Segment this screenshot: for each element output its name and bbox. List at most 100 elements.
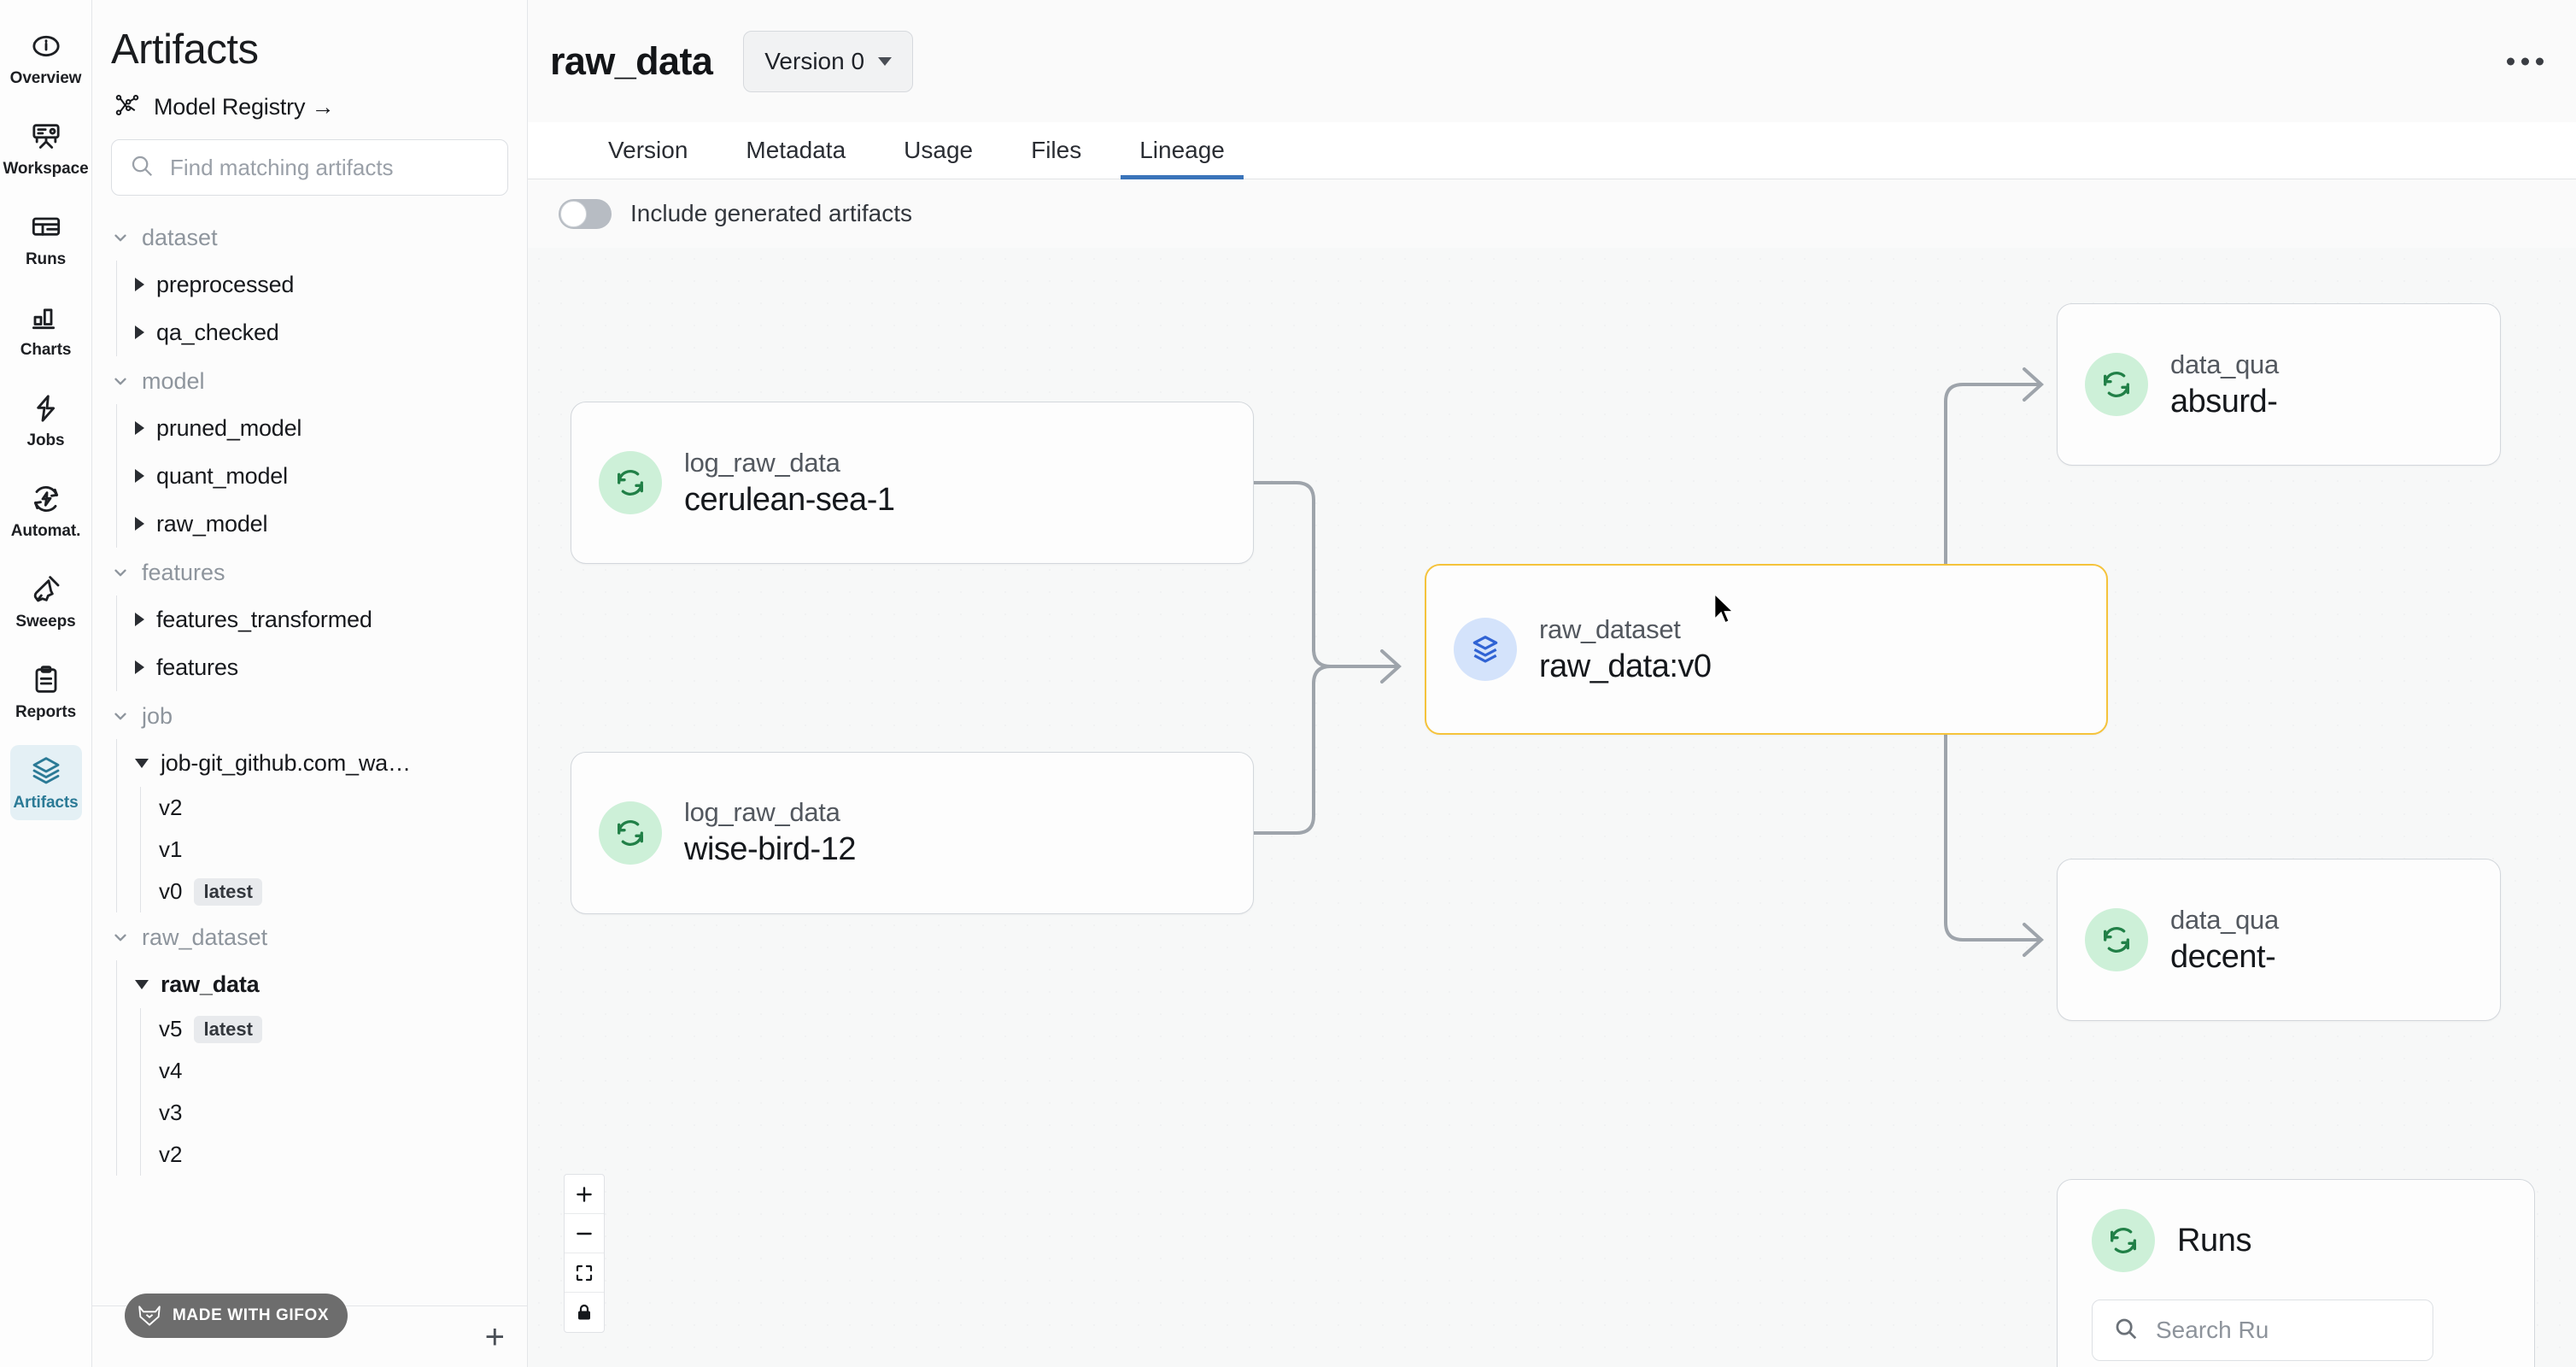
- rail-item-reports[interactable]: Reports: [10, 654, 82, 730]
- gifox-label: MADE WITH GIFOX: [173, 1306, 330, 1324]
- zoom-in-button[interactable]: [565, 1175, 604, 1214]
- tree-version-label: v5: [159, 1016, 183, 1041]
- lineage-node-kind: log_raw_data: [684, 447, 840, 478]
- tree-group-label: raw_dataset: [142, 924, 268, 950]
- lineage-node-name: cerulean-sea-1: [684, 481, 895, 518]
- triangle-right-icon: [135, 469, 144, 483]
- version-select[interactable]: Version 0: [743, 30, 914, 92]
- tree-artifact-label: features_transformed: [156, 606, 372, 632]
- tree-artifact-pruned_model[interactable]: pruned_model: [135, 404, 527, 452]
- rail-item-charts[interactable]: Charts: [10, 292, 82, 367]
- tree-version-row[interactable]: v2: [159, 787, 527, 829]
- tab-lineage[interactable]: Lineage: [1110, 122, 1254, 179]
- tree-group: job job-git_github.com_wa… v2 v1 v0 latest: [111, 693, 527, 912]
- rail-item-runs[interactable]: Runs: [10, 202, 82, 277]
- triangle-right-icon: [135, 517, 144, 531]
- search-icon: [129, 153, 155, 183]
- tree-group-header-model[interactable]: model: [111, 358, 527, 404]
- rail-item-label: Reports: [15, 703, 77, 721]
- lineage-node-kind: log_raw_data: [684, 797, 840, 828]
- lineage-node-name: decent-: [2170, 938, 2276, 975]
- tree-artifact-label: features: [156, 654, 238, 680]
- tree-group: dataset preprocessed qa_checked: [111, 214, 527, 356]
- tab-usage[interactable]: Usage: [875, 122, 1002, 179]
- tree-artifact-jobgit_githubcom_wa[interactable]: job-git_github.com_wa…: [135, 739, 527, 787]
- tree-artifact-preprocessed[interactable]: preprocessed: [135, 261, 527, 308]
- tree-artifact-quant_model[interactable]: quant_model: [135, 452, 527, 500]
- tree-version-label: v4: [159, 1058, 183, 1083]
- rail-item-workspace[interactable]: Workspace: [3, 111, 89, 186]
- tree-group-header-dataset[interactable]: dataset: [111, 214, 527, 261]
- easel-icon: [28, 119, 64, 155]
- tree-artifact-qa_checked[interactable]: qa_checked: [135, 308, 527, 356]
- tree-artifact-raw_data[interactable]: raw_data: [135, 960, 527, 1008]
- tree-artifact-features[interactable]: features: [135, 643, 527, 691]
- model-registry-link[interactable]: Model Registry →: [92, 73, 527, 122]
- broom-icon: [28, 572, 64, 607]
- tree-version-label: v0: [159, 878, 183, 904]
- info-circle-icon: [28, 28, 64, 64]
- include-generated-artifacts-toggle[interactable]: [559, 198, 612, 229]
- version-tag-badge: latest: [194, 877, 262, 906]
- tree-artifact-label: qa_checked: [156, 319, 279, 345]
- overflow-menu-button[interactable]: [2507, 57, 2544, 65]
- rail-item-label: Charts: [20, 341, 72, 359]
- rail-item-overview[interactable]: Overview: [10, 21, 82, 96]
- rail-item-automat[interactable]: Automat.: [10, 473, 82, 549]
- runs-search-input[interactable]: Search Ru: [2092, 1300, 2433, 1361]
- page-title: Artifacts: [111, 26, 259, 73]
- tree-group-header-features[interactable]: features: [111, 549, 527, 595]
- tree-artifact-raw_model[interactable]: raw_model: [135, 500, 527, 548]
- rail-item-label: Runs: [25, 250, 67, 268]
- bolt-icon: [28, 390, 64, 426]
- tree-versions: v2 v1 v0 latest: [135, 787, 527, 912]
- lock-button[interactable]: [565, 1293, 604, 1332]
- tree-group-header-raw_dataset[interactable]: raw_dataset: [111, 914, 527, 960]
- add-artifact-button[interactable]: +: [484, 1317, 505, 1356]
- tree-version-row[interactable]: v2: [159, 1134, 527, 1176]
- search-input[interactable]: Find matching artifacts: [111, 139, 508, 196]
- lineage-node-kind: data_qua: [2170, 349, 2279, 379]
- run-refresh-icon: [2085, 353, 2148, 416]
- triangle-right-icon: [135, 613, 144, 626]
- tab-version[interactable]: Version: [579, 122, 717, 179]
- tree-version-label: v2: [159, 795, 183, 820]
- gifox-watermark: MADE WITH GIFOX: [125, 1294, 348, 1338]
- rail-item-sweeps[interactable]: Sweeps: [10, 564, 82, 639]
- tree-group-header-job[interactable]: job: [111, 693, 527, 739]
- tree-artifact-features_transformed[interactable]: features_transformed: [135, 595, 527, 643]
- tree-group-label: features: [142, 559, 225, 585]
- triangle-right-icon: [135, 326, 144, 339]
- rail-item-jobs[interactable]: Jobs: [10, 383, 82, 458]
- rail-item-label: Overview: [9, 69, 82, 87]
- tab-metadata[interactable]: Metadata: [717, 122, 875, 179]
- tree-artifact-label: job-git_github.com_wa…: [161, 749, 411, 776]
- tree-version-row[interactable]: v3: [159, 1092, 527, 1134]
- tree-version-row[interactable]: v4: [159, 1050, 527, 1092]
- tree-version-row[interactable]: v1: [159, 829, 527, 871]
- model-registry-icon: [114, 92, 140, 122]
- search-icon: [2113, 1316, 2139, 1346]
- tree-version-row[interactable]: v0 latest: [159, 871, 527, 912]
- fit-view-button[interactable]: [565, 1253, 604, 1293]
- tree-group-label: job: [142, 702, 173, 729]
- lineage-node-name: raw_data:v0: [1539, 648, 1712, 684]
- zoom-out-button[interactable]: [565, 1214, 604, 1253]
- rail-item-artifacts[interactable]: Artifacts: [9, 745, 82, 820]
- dot: [2507, 57, 2515, 65]
- tab-files[interactable]: Files: [1002, 122, 1110, 179]
- tree-artifact-label: preprocessed: [156, 271, 295, 297]
